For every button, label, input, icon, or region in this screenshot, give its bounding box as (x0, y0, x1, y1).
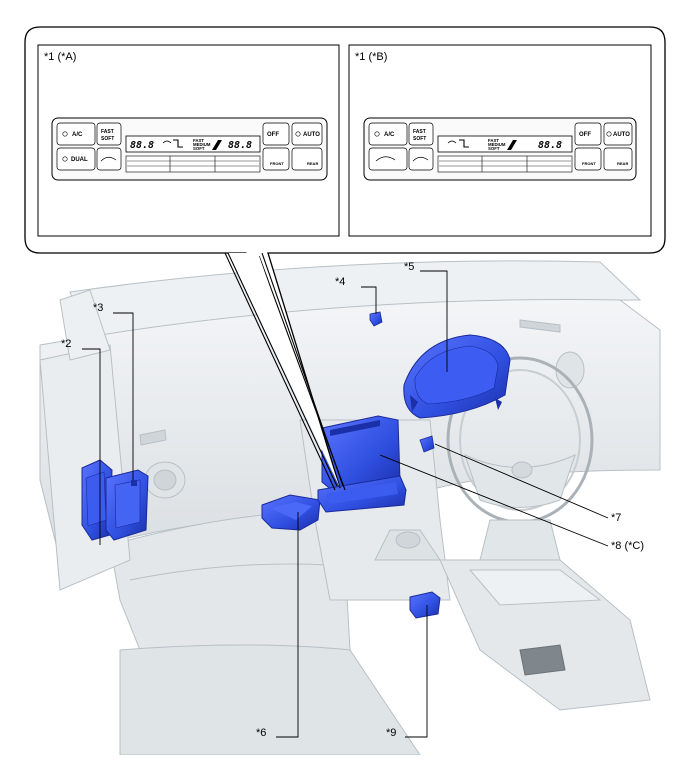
callout-3: *3 (93, 302, 104, 314)
callout-8: *8 (*C) (611, 540, 645, 552)
auto-button-label-b: AUTO (613, 132, 630, 138)
recirculation-icon (100, 156, 117, 162)
lcd-soft-label: SOFT (193, 146, 205, 151)
climate-panel-a: A/C DUAL FAST SOFT 88.8 FAST MEDIUM SOFT… (51, 117, 328, 181)
fast-button-label: FAST (101, 129, 114, 135)
lcd-medium-label: MEDIUM (193, 142, 211, 147)
ac-button-label: A/C (72, 132, 83, 138)
component-6 (261, 494, 321, 531)
airflow-icon (173, 139, 183, 148)
soft-button-label-b: SOFT (413, 136, 426, 142)
off-button-label-b: OFF (579, 132, 591, 138)
callout-2: *2 (61, 338, 72, 350)
callout-1b: *1 (*B) (355, 51, 388, 63)
fresh-air-icon (375, 156, 396, 162)
fan-level-icon-b (507, 140, 517, 150)
rear-button-label: REAR (307, 161, 318, 166)
airflow-icon-b (459, 139, 469, 148)
front-button-label: FRONT (270, 161, 284, 166)
recirculation-icon-b (412, 156, 429, 162)
component-9 (409, 591, 441, 619)
component-2 (81, 459, 113, 541)
lcd-medium-label-b: MEDIUM (488, 142, 506, 147)
fan-level-icon (212, 140, 222, 150)
component-8-display (321, 415, 401, 493)
callout-9: *9 (386, 727, 397, 739)
callout-7: *7 (611, 512, 622, 524)
component-7 (419, 435, 435, 453)
callout-4: *4 (335, 276, 346, 288)
front-button-label-b: FRONT (582, 161, 596, 166)
component-3 (105, 469, 149, 541)
leader-lines (82, 270, 609, 738)
lcd-soft-label-b: SOFT (488, 146, 500, 151)
defrost-icon-b (447, 140, 457, 144)
component-5 (403, 334, 511, 419)
component-4 (369, 311, 383, 327)
soft-button-label: SOFT (101, 136, 114, 142)
callout-6: *6 (256, 727, 267, 739)
component-1-control-panel (317, 475, 407, 513)
lcd-right-temp: 88.8 (228, 140, 252, 151)
ac-button-label-b: A/C (384, 132, 395, 138)
fast-button-label-b: FAST (413, 129, 426, 135)
off-button-label: OFF (267, 132, 279, 138)
lcd-fast-label-b: FAST (488, 138, 499, 143)
dual-button-label: DUAL (71, 157, 88, 163)
lcd-fast-label: FAST (193, 138, 204, 143)
lcd-left-temp: 88.8 (130, 140, 154, 151)
rear-button-label-b: REAR (617, 161, 628, 166)
defrost-icon (162, 140, 172, 144)
callout-5: *5 (404, 261, 415, 273)
auto-button-label: AUTO (303, 132, 320, 138)
callout-1a: *1 (*A) (44, 51, 77, 63)
climate-panel-b: A/C FAST SOFT FAST MEDIUM SOFT 88.8 OFF … (363, 117, 637, 181)
lcd-right-temp-b: 88.8 (538, 140, 562, 151)
